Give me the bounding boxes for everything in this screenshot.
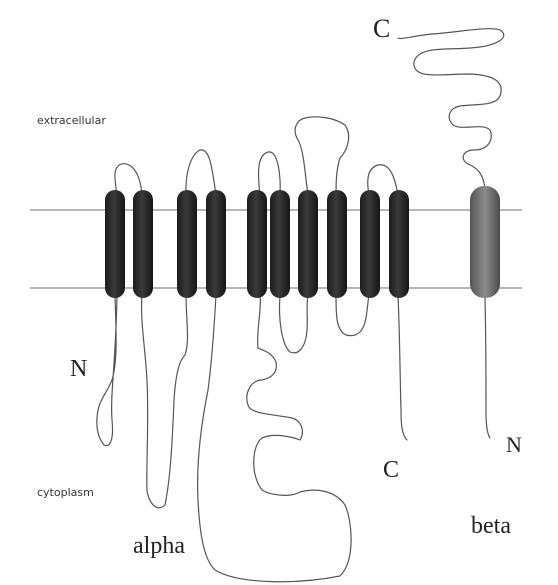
- alpha-tm-segment: [105, 190, 125, 298]
- alpha-tm-segment: [206, 190, 226, 298]
- alpha-transmembrane-segments: [105, 190, 409, 298]
- alpha-chain: [97, 117, 407, 582]
- beta-n-terminus-label: N: [506, 432, 522, 457]
- extracellular-label: extracellular: [37, 114, 106, 127]
- cytoplasm-label: cytoplasm: [37, 486, 94, 499]
- alpha-tm-segment: [133, 190, 153, 298]
- alpha-tm-segment: [360, 190, 380, 298]
- alpha-tm-segment: [389, 190, 409, 298]
- alpha-n-terminal-tail: [97, 295, 117, 446]
- alpha-loop-e4: [295, 117, 348, 195]
- alpha-tm-segment: [177, 190, 197, 298]
- alpha-loop-e2: [186, 150, 216, 195]
- alpha-tm-segment: [270, 190, 290, 298]
- beta-extracellular-domain: [398, 29, 504, 190]
- alpha-tm-segment: [298, 190, 318, 298]
- beta-c-terminus-label: C: [373, 14, 390, 43]
- alpha-n-terminus-label: N: [70, 356, 87, 382]
- beta-label: beta: [471, 513, 511, 539]
- alpha-c-terminus-label: C: [383, 457, 399, 483]
- alpha-loop-c2-large: [198, 295, 352, 582]
- alpha-tm-segment: [327, 190, 347, 298]
- alpha-label: alpha: [133, 533, 185, 559]
- alpha-loop-c4: [336, 295, 369, 336]
- alpha-c-terminal-tail: [398, 295, 407, 440]
- beta-tm-segment: [470, 186, 500, 298]
- alpha-loop-e3: [259, 152, 281, 195]
- alpha-loop-e1: [115, 164, 142, 195]
- beta-cytoplasmic-tail: [485, 298, 490, 438]
- alpha-loop-c3: [279, 295, 308, 353]
- alpha-loop-c1: [142, 295, 188, 508]
- alpha-tm-segment: [247, 190, 267, 298]
